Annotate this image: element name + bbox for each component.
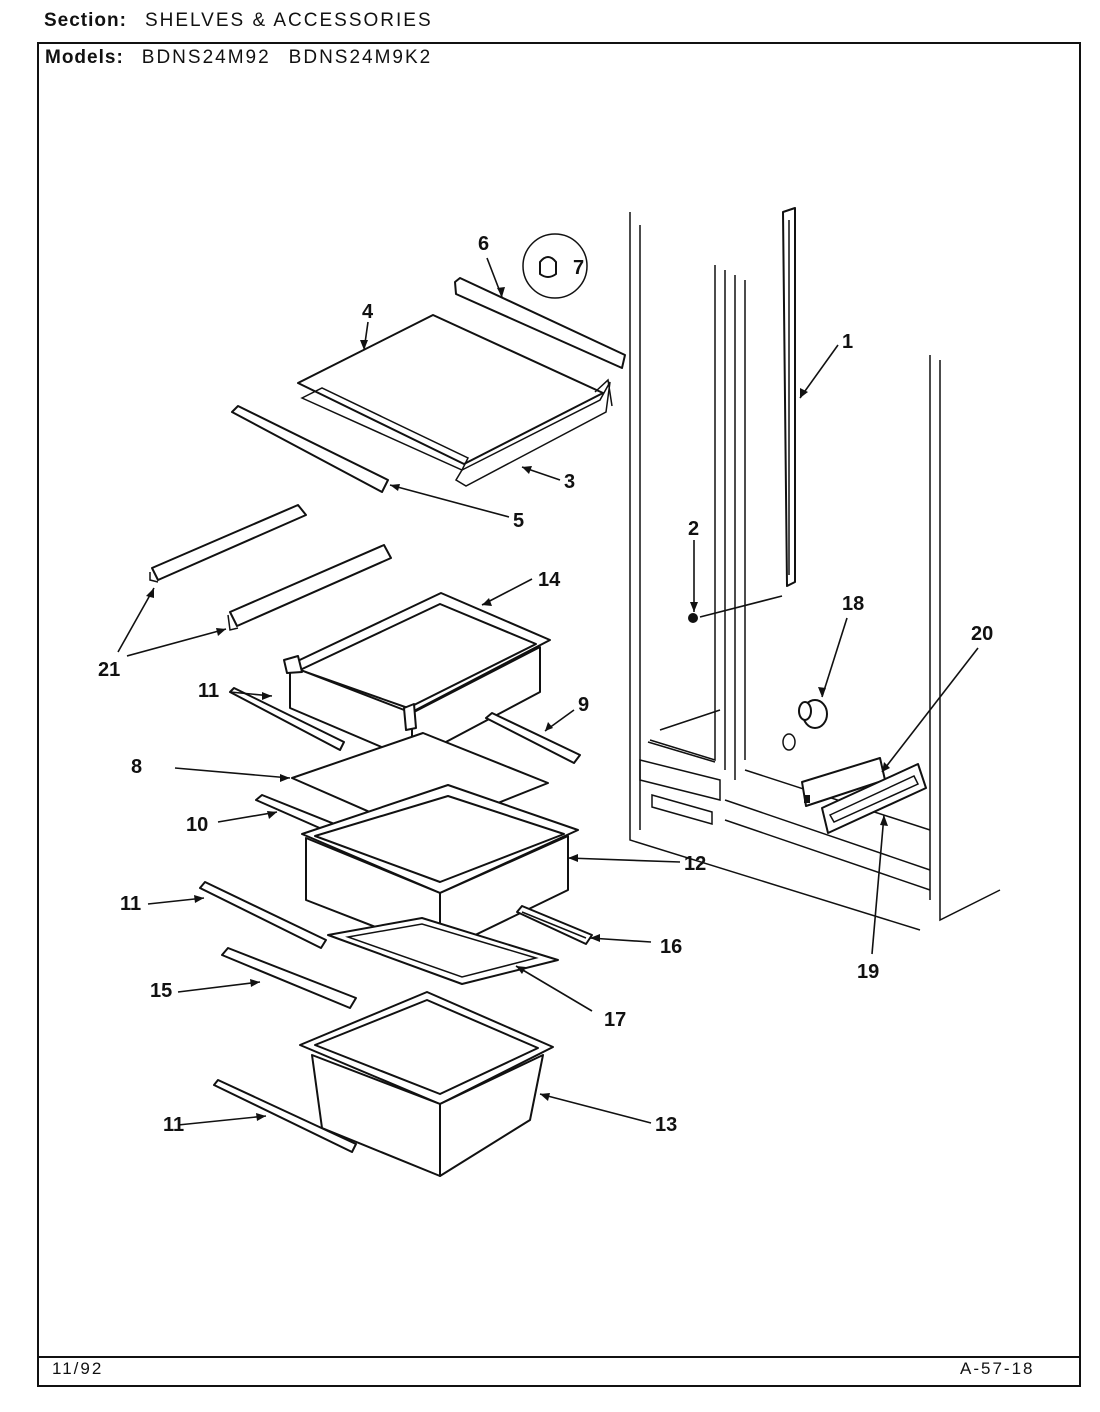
part-5-shelf-trim (231, 405, 389, 493)
part-21-cover-support-right (227, 544, 392, 631)
part-15-rail (221, 947, 357, 1009)
part-6-shelf-support (454, 277, 626, 369)
part-11-rail-top (229, 687, 345, 751)
callout-19: 19 (857, 961, 879, 983)
footer-date: 11/92 (52, 1359, 104, 1378)
arrowheads (146, 287, 890, 1121)
callout-5: 5 (513, 510, 524, 532)
callout-9: 9 (578, 694, 589, 716)
callout-6: 6 (478, 233, 489, 255)
section-heading: Section: SHELVES & ACCESSORIES (44, 10, 433, 32)
part-4-glass-shelf (297, 314, 604, 465)
models-heading: Models: BDNS24M92 BDNS24M9K2 (45, 47, 432, 69)
part-13-deli-pan (299, 991, 554, 1177)
model-2: BDNS24M9K2 (288, 47, 433, 68)
model-1: BDNS24M92 (141, 47, 271, 68)
callout-21: 21 (98, 659, 120, 681)
section-label: Section: (44, 10, 127, 31)
callout-8: 8 (131, 756, 142, 778)
part-11-rail-bottom (213, 1079, 357, 1153)
diagram-frame (37, 42, 1081, 1387)
callout-1: 1 (842, 331, 853, 353)
callout-15: 15 (150, 980, 172, 1002)
part-17-cover-tray (327, 917, 559, 985)
callout-18: 18 (842, 593, 864, 615)
part-21-cover-support-left (149, 504, 307, 583)
callout-16: 16 (660, 936, 682, 958)
callout-11-bottom: 11 (163, 1114, 184, 1136)
part-7-hardware-circle (522, 233, 588, 299)
callout-12: 12 (684, 853, 706, 875)
cabinet-liner (629, 212, 1001, 931)
callout-3: 3 (564, 471, 575, 493)
part-9-rail (485, 712, 581, 764)
part-1-shelf-ladder (782, 207, 796, 587)
callout-11-top: 11 (198, 680, 219, 702)
footer-divider (37, 1356, 1081, 1358)
part-11-rail-middle (199, 881, 327, 949)
callout-13: 13 (655, 1114, 677, 1136)
callout-14: 14 (538, 569, 561, 591)
callout-11-middle: 11 (120, 893, 141, 915)
footer-page-code: A-57-18 (960, 1359, 1035, 1378)
callout-labels: 1 2 3 4 5 6 7 8 9 10 11 11 11 12 13 14 1… (98, 233, 993, 1136)
part-2-screw (688, 595, 783, 623)
callout-20: 20 (971, 623, 993, 645)
callout-17: 17 (604, 1009, 626, 1031)
part-19-control-panel (821, 763, 927, 834)
part-16-slide (516, 905, 593, 945)
section-value: SHELVES & ACCESSORIES (144, 10, 433, 31)
callout-2: 2 (688, 518, 699, 540)
callout-7: 7 (573, 257, 584, 279)
part-18-light-socket (782, 699, 828, 751)
models-label: Models: (45, 47, 124, 68)
part-3-shelf-frame (300, 378, 613, 487)
callout-10: 10 (186, 814, 208, 836)
callout-4: 4 (362, 301, 374, 323)
